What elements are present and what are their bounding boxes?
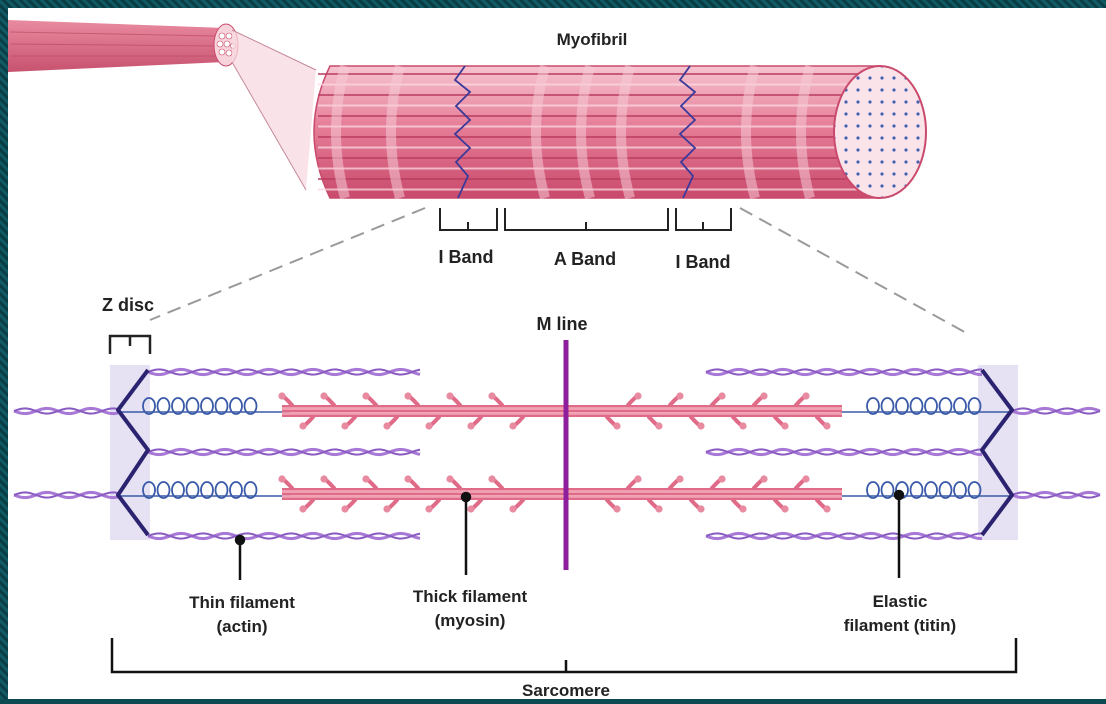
myofibril-label: Myofibril xyxy=(557,30,628,49)
thick-filament-sublabel: (myosin) xyxy=(435,611,506,630)
sarcomere-label: Sarcomere xyxy=(522,681,610,699)
diagram-canvas: Myofibril I Band A Band I Band Z disc M … xyxy=(8,8,1106,699)
i-band-right-label: I Band xyxy=(675,252,730,272)
elastic-filament-label: Elastic xyxy=(873,592,928,611)
callout-pointers xyxy=(236,491,903,580)
thin-filaments xyxy=(14,369,1100,538)
z-disc-label: Z disc xyxy=(102,295,154,315)
sarcomere-bracket xyxy=(112,638,1016,672)
sarcomere-diagram: Myofibril I Band A Band I Band Z disc M … xyxy=(8,8,1106,699)
elastic-filament-sublabel: filament (titin) xyxy=(844,616,956,635)
myofibril-cross-section xyxy=(834,66,926,198)
zoom-line-right xyxy=(740,208,970,335)
band-brackets xyxy=(440,208,731,230)
i-band-left-label: I Band xyxy=(438,247,493,267)
thin-filament-sublabel: (actin) xyxy=(217,617,268,636)
a-band-label: A Band xyxy=(554,249,616,269)
muscle-fiber xyxy=(8,20,238,72)
z-disc-bracket xyxy=(110,336,150,354)
zoom-line-left xyxy=(150,208,425,320)
thick-filament-label: Thick filament xyxy=(413,587,528,606)
m-line-label: M line xyxy=(536,314,587,334)
zoom-cone-top xyxy=(232,30,316,190)
myofibril-cylinder xyxy=(314,66,926,198)
thin-filament-label: Thin filament xyxy=(189,593,295,612)
thick-filaments xyxy=(278,392,842,512)
